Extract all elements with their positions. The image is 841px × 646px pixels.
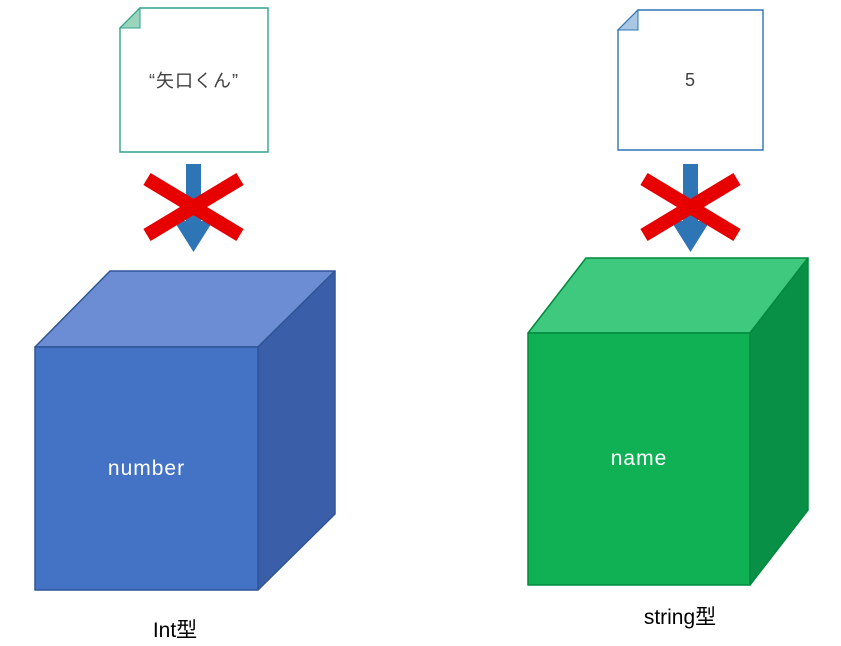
right-note — [616, 8, 764, 151]
right-cross-out-icon — [640, 173, 741, 241]
left-cross-out-icon — [143, 173, 244, 241]
right-cube-variable-name: name — [610, 447, 668, 470]
right-note-value: 5 — [684, 69, 696, 90]
left-note — [118, 6, 269, 153]
folded-corner-icon — [616, 8, 639, 31]
cross-stroke — [143, 173, 244, 241]
cross-stroke — [640, 173, 741, 241]
left-note-value: “矢口くん” — [149, 71, 239, 91]
left-cube-type-label: Int型 — [152, 619, 198, 642]
folded-corner-icon — [118, 6, 141, 29]
left-cube — [34, 270, 336, 591]
right-cube-type-label: string型 — [643, 606, 717, 629]
left-cube-variable-name: number — [107, 456, 186, 480]
cube-front-face — [34, 346, 259, 591]
cube-front-face — [527, 332, 751, 586]
right-cube — [527, 257, 809, 586]
